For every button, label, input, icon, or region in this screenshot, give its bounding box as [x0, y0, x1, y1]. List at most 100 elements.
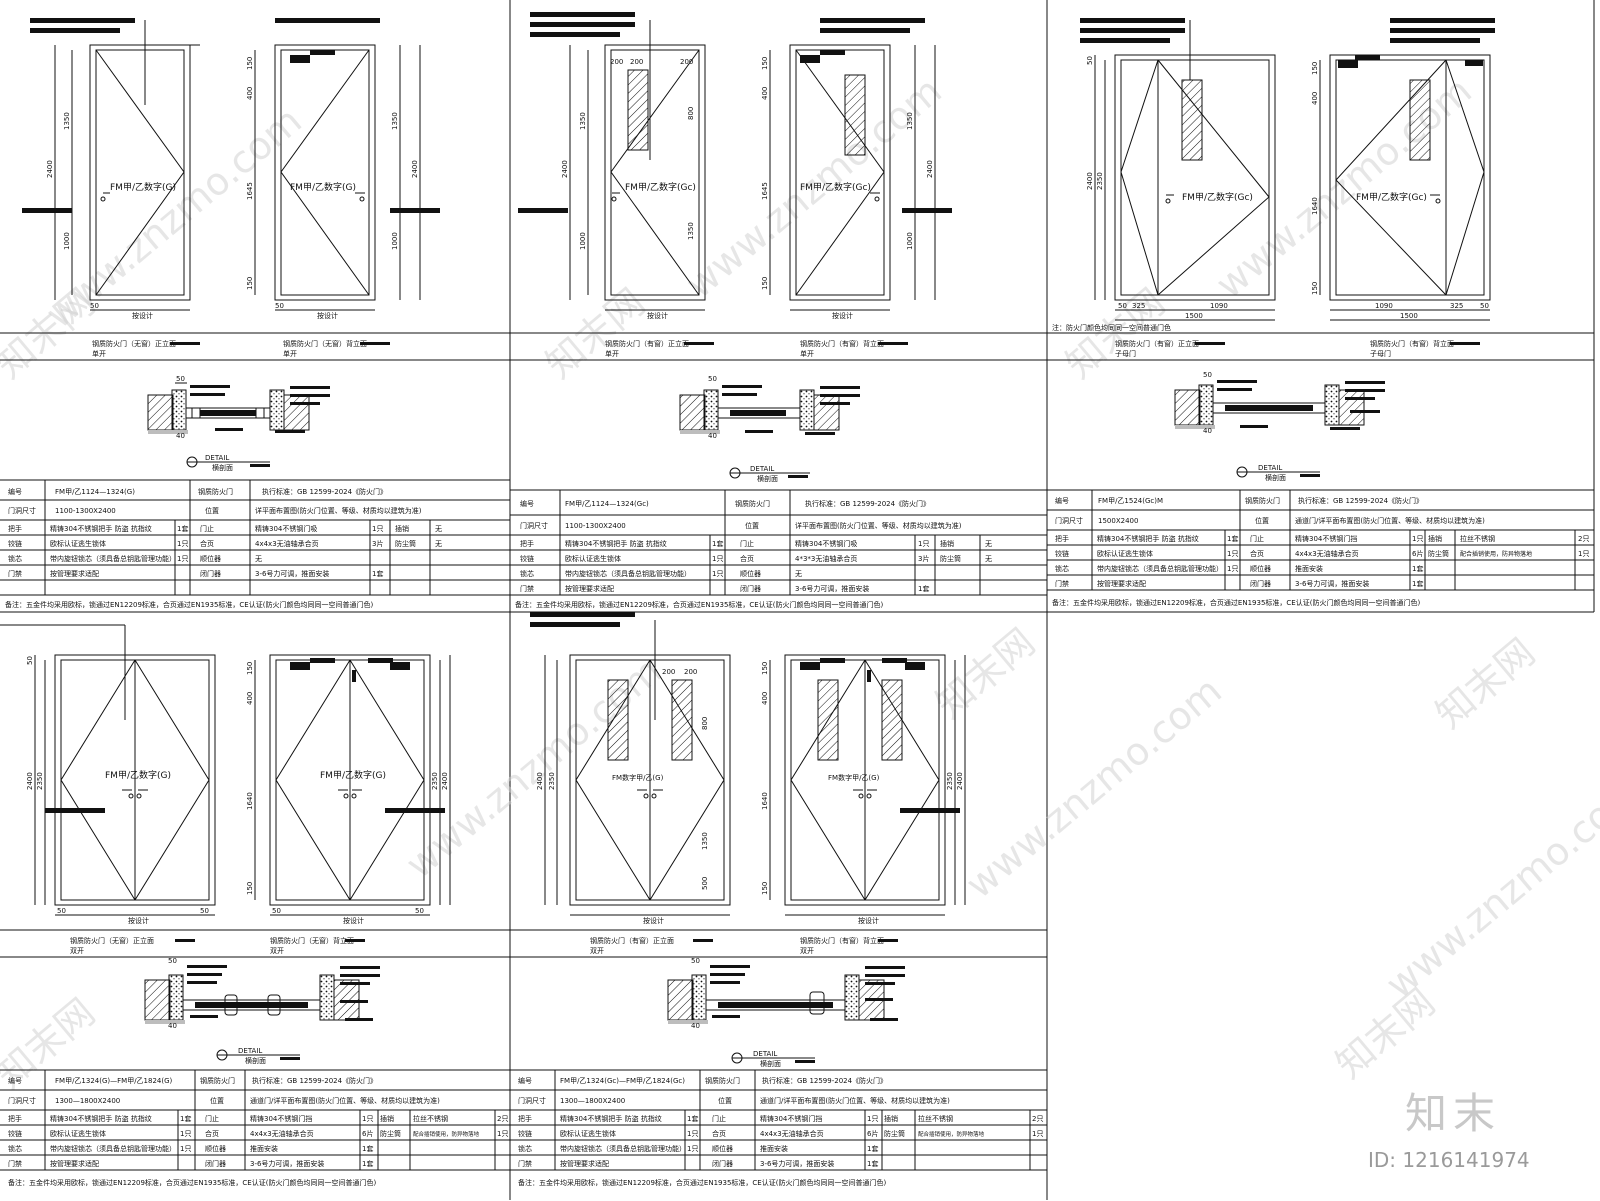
svg-text:6片: 6片 [1412, 549, 1423, 558]
svg-text:备注：五金件均采用欧标，锁通过EN12209标准，合页通过E: 备注：五金件均采用欧标，锁通过EN12209标准，合页通过EN1935标准，CE… [515, 600, 883, 609]
svg-text:通道门/详平面布置图(防火门位置、等级、材质均以建筑为准): 通道门/详平面布置图(防火门位置、等级、材质均以建筑为准) [250, 1096, 440, 1105]
svg-text:铰链: 铰链 [8, 1129, 22, 1138]
svg-text:单开: 单开 [800, 349, 814, 358]
svg-text:横剖面: 横剖面 [245, 1056, 266, 1065]
detail-marker: DETAIL 横剖面 [731, 1050, 815, 1068]
svg-text:钢质防火门（有窗）正立面: 钢质防火门（有窗）正立面 [590, 936, 674, 945]
svg-text:门洞尺寸: 门洞尺寸 [520, 521, 548, 530]
svg-text:锁芯: 锁芯 [8, 1144, 22, 1153]
svg-text:按设计: 按设计 [317, 311, 338, 320]
svg-text:单开: 单开 [92, 349, 106, 358]
svg-text:无: 无 [985, 555, 992, 563]
svg-text:钢质防火门（有窗）正立面: 钢质防火门（有窗）正立面 [1115, 339, 1199, 348]
svg-text:把手: 把手 [8, 524, 22, 533]
svg-text:双开: 双开 [590, 947, 604, 955]
front-elevation: FM甲/乙数字(G) 2400 50 2350 50 50 按设计 [26, 654, 216, 925]
svg-text:门止: 门止 [1250, 534, 1264, 543]
svg-text:2400: 2400 [46, 160, 54, 178]
spec-table: 编号 FM甲/乙1124—1324(Gc) 钢质防火门 执行标准：GB 1259… [510, 489, 1047, 609]
svg-text:FM甲/乙1324(G)—FM甲/乙1824(G): FM甲/乙1324(G)—FM甲/乙1824(G) [55, 1077, 173, 1085]
svg-text:3-6号力可调，推面安装: 3-6号力可调，推面安装 [255, 569, 329, 578]
svg-text:欧标认证逃生锁体: 欧标认证逃生锁体 [1097, 549, 1153, 558]
svg-text:40: 40 [708, 432, 717, 440]
svg-text:40: 40 [1203, 427, 1212, 435]
svg-text:50: 50 [1480, 302, 1489, 310]
detail-marker: DETAIL 横剖面 [729, 465, 810, 483]
svg-text:精铸304不锈钢把手 防盗 抗指纹: 精铸304不锈钢把手 防盗 抗指纹 [560, 1114, 662, 1123]
svg-text:2350: 2350 [431, 772, 439, 790]
svg-text:2350: 2350 [548, 772, 556, 790]
panel-5: 200 200 FM数字甲/乙(G) 2400 2350 800 1350 50… [510, 612, 1047, 1187]
svg-text:推面安装: 推面安装 [250, 1144, 278, 1153]
svg-text:1350: 1350 [579, 112, 587, 130]
svg-text:1000: 1000 [906, 232, 914, 250]
svg-text:门禁: 门禁 [8, 569, 22, 578]
svg-text:精铸304不锈钢门吸: 精铸304不锈钢门吸 [255, 524, 317, 533]
svg-text:1只: 1只 [177, 555, 188, 563]
svg-text:3-6号力可调，推面安装: 3-6号力可调，推面安装 [250, 1159, 324, 1168]
svg-text:锁芯: 锁芯 [1055, 564, 1069, 573]
svg-text:详平面布置图(防火门位置、等级、材质均以建筑为准): 详平面布置图(防火门位置、等级、材质均以建筑为准) [795, 521, 962, 530]
svg-text:50: 50 [691, 957, 700, 965]
svg-text:门止: 门止 [712, 1114, 726, 1123]
svg-text:150: 150 [761, 662, 769, 675]
svg-text:2400: 2400 [561, 160, 569, 178]
svg-text:3片: 3片 [918, 554, 929, 563]
svg-text:位置: 位置 [745, 521, 759, 530]
svg-text:编号: 编号 [1055, 496, 1069, 505]
svg-text:1套: 1套 [372, 569, 383, 578]
svg-text:1只: 1只 [1578, 550, 1589, 558]
svg-text:1套: 1套 [1227, 534, 1238, 543]
svg-text:4x4x3无油轴承合页: 4x4x3无油轴承合页 [760, 1129, 824, 1138]
svg-text:50: 50 [168, 957, 177, 965]
svg-text:150: 150 [761, 882, 769, 895]
spec-table: 编号 FM甲/乙1524(Gc)M 钢质防火门 执行标准：GB 12599-20… [1047, 489, 1594, 607]
svg-text:325: 325 [1450, 302, 1463, 310]
detail-marker: DETAIL 横剖面 [1236, 464, 1320, 482]
svg-text:钢质防火门（有窗）背立面: 钢质防火门（有窗）背立面 [800, 339, 884, 348]
svg-text:2400: 2400 [926, 160, 934, 178]
door-label: FM甲/乙数字(G) [105, 769, 171, 781]
svg-text:钢质防火门: 钢质防火门 [705, 1076, 740, 1085]
svg-text:无: 无 [435, 525, 442, 533]
svg-text:2只: 2只 [1578, 535, 1589, 543]
svg-text:防尘筒: 防尘筒 [380, 1129, 401, 1138]
svg-text:精铸304不锈钢把手 防盗 抗指纹: 精铸304不锈钢把手 防盗 抗指纹 [50, 1114, 152, 1123]
svg-text:精铸304不锈钢把手 防盗 抗指纹: 精铸304不锈钢把手 防盗 抗指纹 [50, 524, 152, 533]
svg-text:4x4x3无油轴承合页: 4x4x3无油轴承合页 [255, 539, 319, 548]
svg-text:DETAIL: DETAIL [1258, 464, 1282, 472]
svg-text:通道门/详平面布置图(防火门位置、等级、材质均以建筑为准): 通道门/详平面布置图(防火门位置、等级、材质均以建筑为准) [1295, 516, 1485, 525]
back-elevation: FM甲/乙数字(Gc) 150 400 1640 150 1090 325 50… [1311, 54, 1491, 321]
svg-text:按管理要求适配: 按管理要求适配 [565, 584, 614, 593]
svg-text:150: 150 [246, 277, 254, 290]
svg-text:顺位器: 顺位器 [740, 569, 761, 578]
svg-text:门止: 门止 [740, 539, 754, 548]
svg-text:铰链: 铰链 [8, 539, 22, 548]
svg-text:50: 50 [272, 907, 281, 915]
svg-text:400: 400 [246, 87, 254, 100]
svg-text:按管理要求适配: 按管理要求适配 [50, 569, 99, 578]
svg-text:DETAIL: DETAIL [205, 454, 229, 462]
cross-section: 50 40 [667, 957, 905, 1030]
svg-text:1000: 1000 [63, 232, 71, 250]
svg-text:2350: 2350 [1096, 172, 1104, 190]
svg-text:2400: 2400 [1086, 172, 1094, 190]
svg-text:配合插销使用，防异物落地: 配合插销使用，防异物落地 [413, 1130, 480, 1138]
svg-text:1645: 1645 [761, 182, 769, 200]
svg-text:带内旋钮锁芯（须具备总钥匙管理功能）: 带内旋钮锁芯（须具备总钥匙管理功能） [560, 1144, 686, 1153]
svg-text:门洞尺寸: 门洞尺寸 [8, 1096, 36, 1105]
svg-text:1只: 1只 [687, 1130, 698, 1138]
svg-text:400: 400 [761, 692, 769, 705]
svg-text:无: 无 [795, 570, 802, 578]
svg-text:200: 200 [610, 58, 623, 66]
svg-text:推面安装: 推面安装 [1295, 564, 1323, 573]
svg-text:1套: 1套 [918, 584, 929, 593]
watermark: www.znzmo.com [398, 648, 670, 887]
door-label: FM甲/乙数字(G) [290, 181, 356, 193]
svg-text:钢质防火门: 钢质防火门 [200, 1076, 235, 1085]
svg-text:DETAIL: DETAIL [750, 465, 774, 473]
svg-text:3-6号力可调，推面安装: 3-6号力可调，推面安装 [760, 1159, 834, 1168]
svg-text:钢质防火门（无窗）背立面: 钢质防火门（无窗）背立面 [283, 339, 367, 348]
svg-text:FM甲/乙1324(Gc)—FM甲/乙1824(Gc): FM甲/乙1324(Gc)—FM甲/乙1824(Gc) [560, 1077, 685, 1085]
